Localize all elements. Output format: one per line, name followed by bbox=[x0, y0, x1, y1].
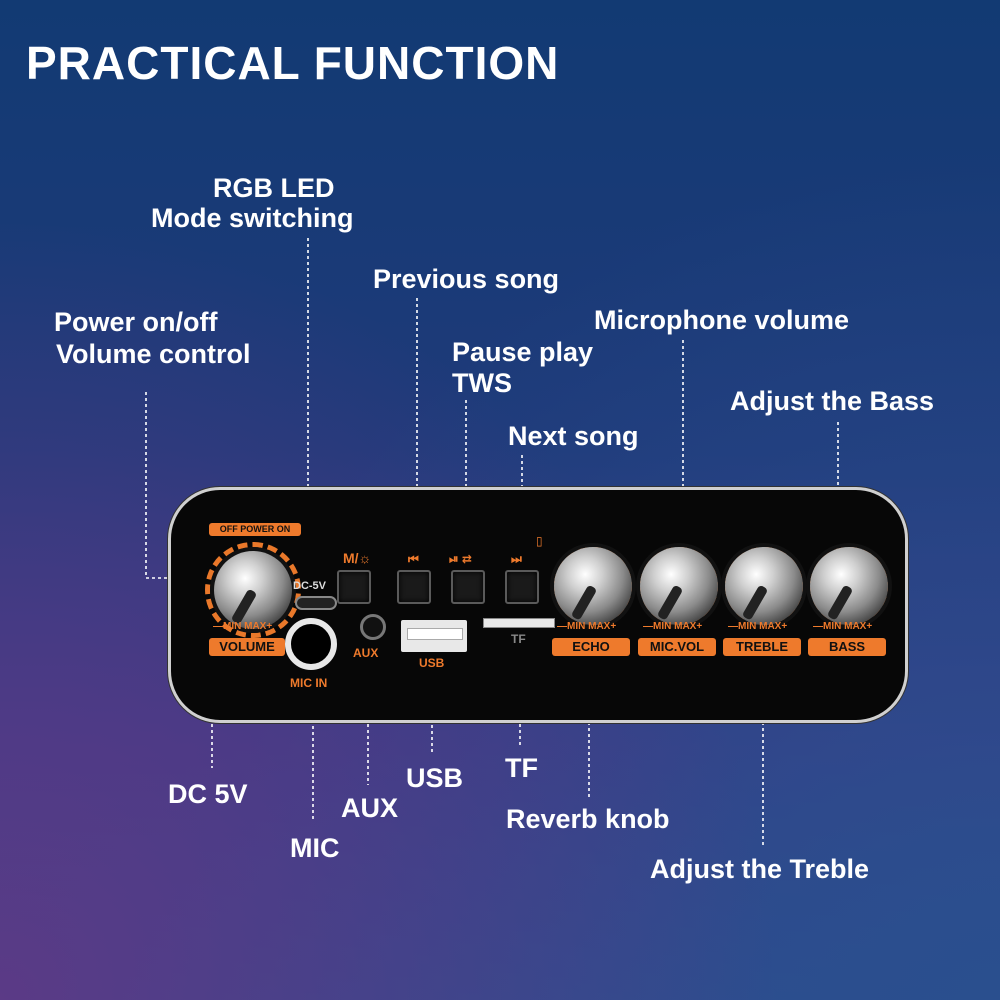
mic-jack[interactable] bbox=[285, 618, 337, 670]
tf-card-icon: ▯ bbox=[536, 534, 543, 548]
echo-knob[interactable] bbox=[554, 547, 632, 625]
label-adjust-bass: Adjust the Bass bbox=[730, 386, 935, 416]
dc-port-label: DC-5V bbox=[293, 580, 327, 592]
tf-slot[interactable] bbox=[483, 618, 555, 628]
mode-icon: M/☼ bbox=[343, 550, 372, 566]
play-pause-button[interactable] bbox=[451, 570, 485, 604]
bass-knob[interactable] bbox=[810, 547, 888, 625]
micvol-tag: MIC.VOL bbox=[638, 638, 716, 656]
label-tf: TF bbox=[505, 753, 538, 783]
label-volume-control: Volume control bbox=[56, 339, 251, 369]
treble-tag: TREBLE bbox=[723, 638, 801, 656]
next-icon: ⏭ bbox=[511, 552, 522, 566]
tf-label: TF bbox=[511, 632, 526, 646]
treble-knob[interactable] bbox=[725, 547, 803, 625]
power-label: OFF POWER ON bbox=[209, 523, 301, 536]
label-aux: AUX bbox=[341, 793, 399, 823]
usb-port[interactable] bbox=[401, 620, 467, 652]
callout-line-power bbox=[145, 392, 232, 579]
mode-button[interactable] bbox=[337, 570, 371, 604]
label-mic: MIC bbox=[290, 833, 340, 863]
echo-tag: ECHO bbox=[552, 638, 630, 656]
volume-minmax: —MIN MAX+ bbox=[213, 621, 273, 632]
label-reverb-knob: Reverb knob bbox=[506, 804, 670, 834]
bass-minmax: —MIN MAX+ bbox=[813, 621, 873, 632]
label-adjust-treble: Adjust the Treble bbox=[650, 854, 870, 884]
next-button[interactable] bbox=[505, 570, 539, 604]
label-dc5v: DC 5V bbox=[168, 779, 248, 809]
page-title: PRACTICAL FUNCTION bbox=[26, 37, 560, 89]
label-previous-song: Previous song bbox=[373, 264, 560, 294]
volume-scale bbox=[205, 542, 301, 638]
aux-jack[interactable] bbox=[360, 614, 386, 640]
label-pause-play: Pause play bbox=[452, 337, 594, 367]
label-rgb-led: RGB LED bbox=[213, 173, 335, 203]
label-tws: TWS bbox=[452, 368, 512, 398]
usb-label: USB bbox=[419, 656, 445, 670]
previous-button[interactable] bbox=[397, 570, 431, 604]
dc-port[interactable] bbox=[295, 596, 337, 610]
aux-label: AUX bbox=[353, 646, 379, 660]
play-pause-icon: ⏯ ⇄ bbox=[449, 552, 472, 566]
label-next-song: Next song bbox=[508, 421, 639, 451]
micvol-minmax: —MIN MAX+ bbox=[643, 621, 703, 632]
label-microphone-volume: Microphone volume bbox=[594, 305, 850, 335]
volume-knob[interactable] bbox=[214, 551, 292, 629]
mic-volume-knob[interactable] bbox=[640, 547, 718, 625]
label-usb: USB bbox=[406, 763, 464, 793]
volume-tag: VOLUME bbox=[209, 638, 285, 656]
label-mode-switching: Mode switching bbox=[151, 203, 354, 233]
control-panel: OFF POWER ON —MIN MAX+ VOLUME DC-5V MIC … bbox=[168, 487, 908, 723]
label-power-onoff: Power on/off bbox=[54, 307, 218, 337]
mic-in-label: MIC IN bbox=[290, 676, 328, 690]
prev-icon: ⏮ bbox=[408, 552, 419, 566]
treble-minmax: —MIN MAX+ bbox=[728, 621, 788, 632]
echo-minmax: —MIN MAX+ bbox=[557, 621, 617, 632]
bass-tag: BASS bbox=[808, 638, 886, 656]
